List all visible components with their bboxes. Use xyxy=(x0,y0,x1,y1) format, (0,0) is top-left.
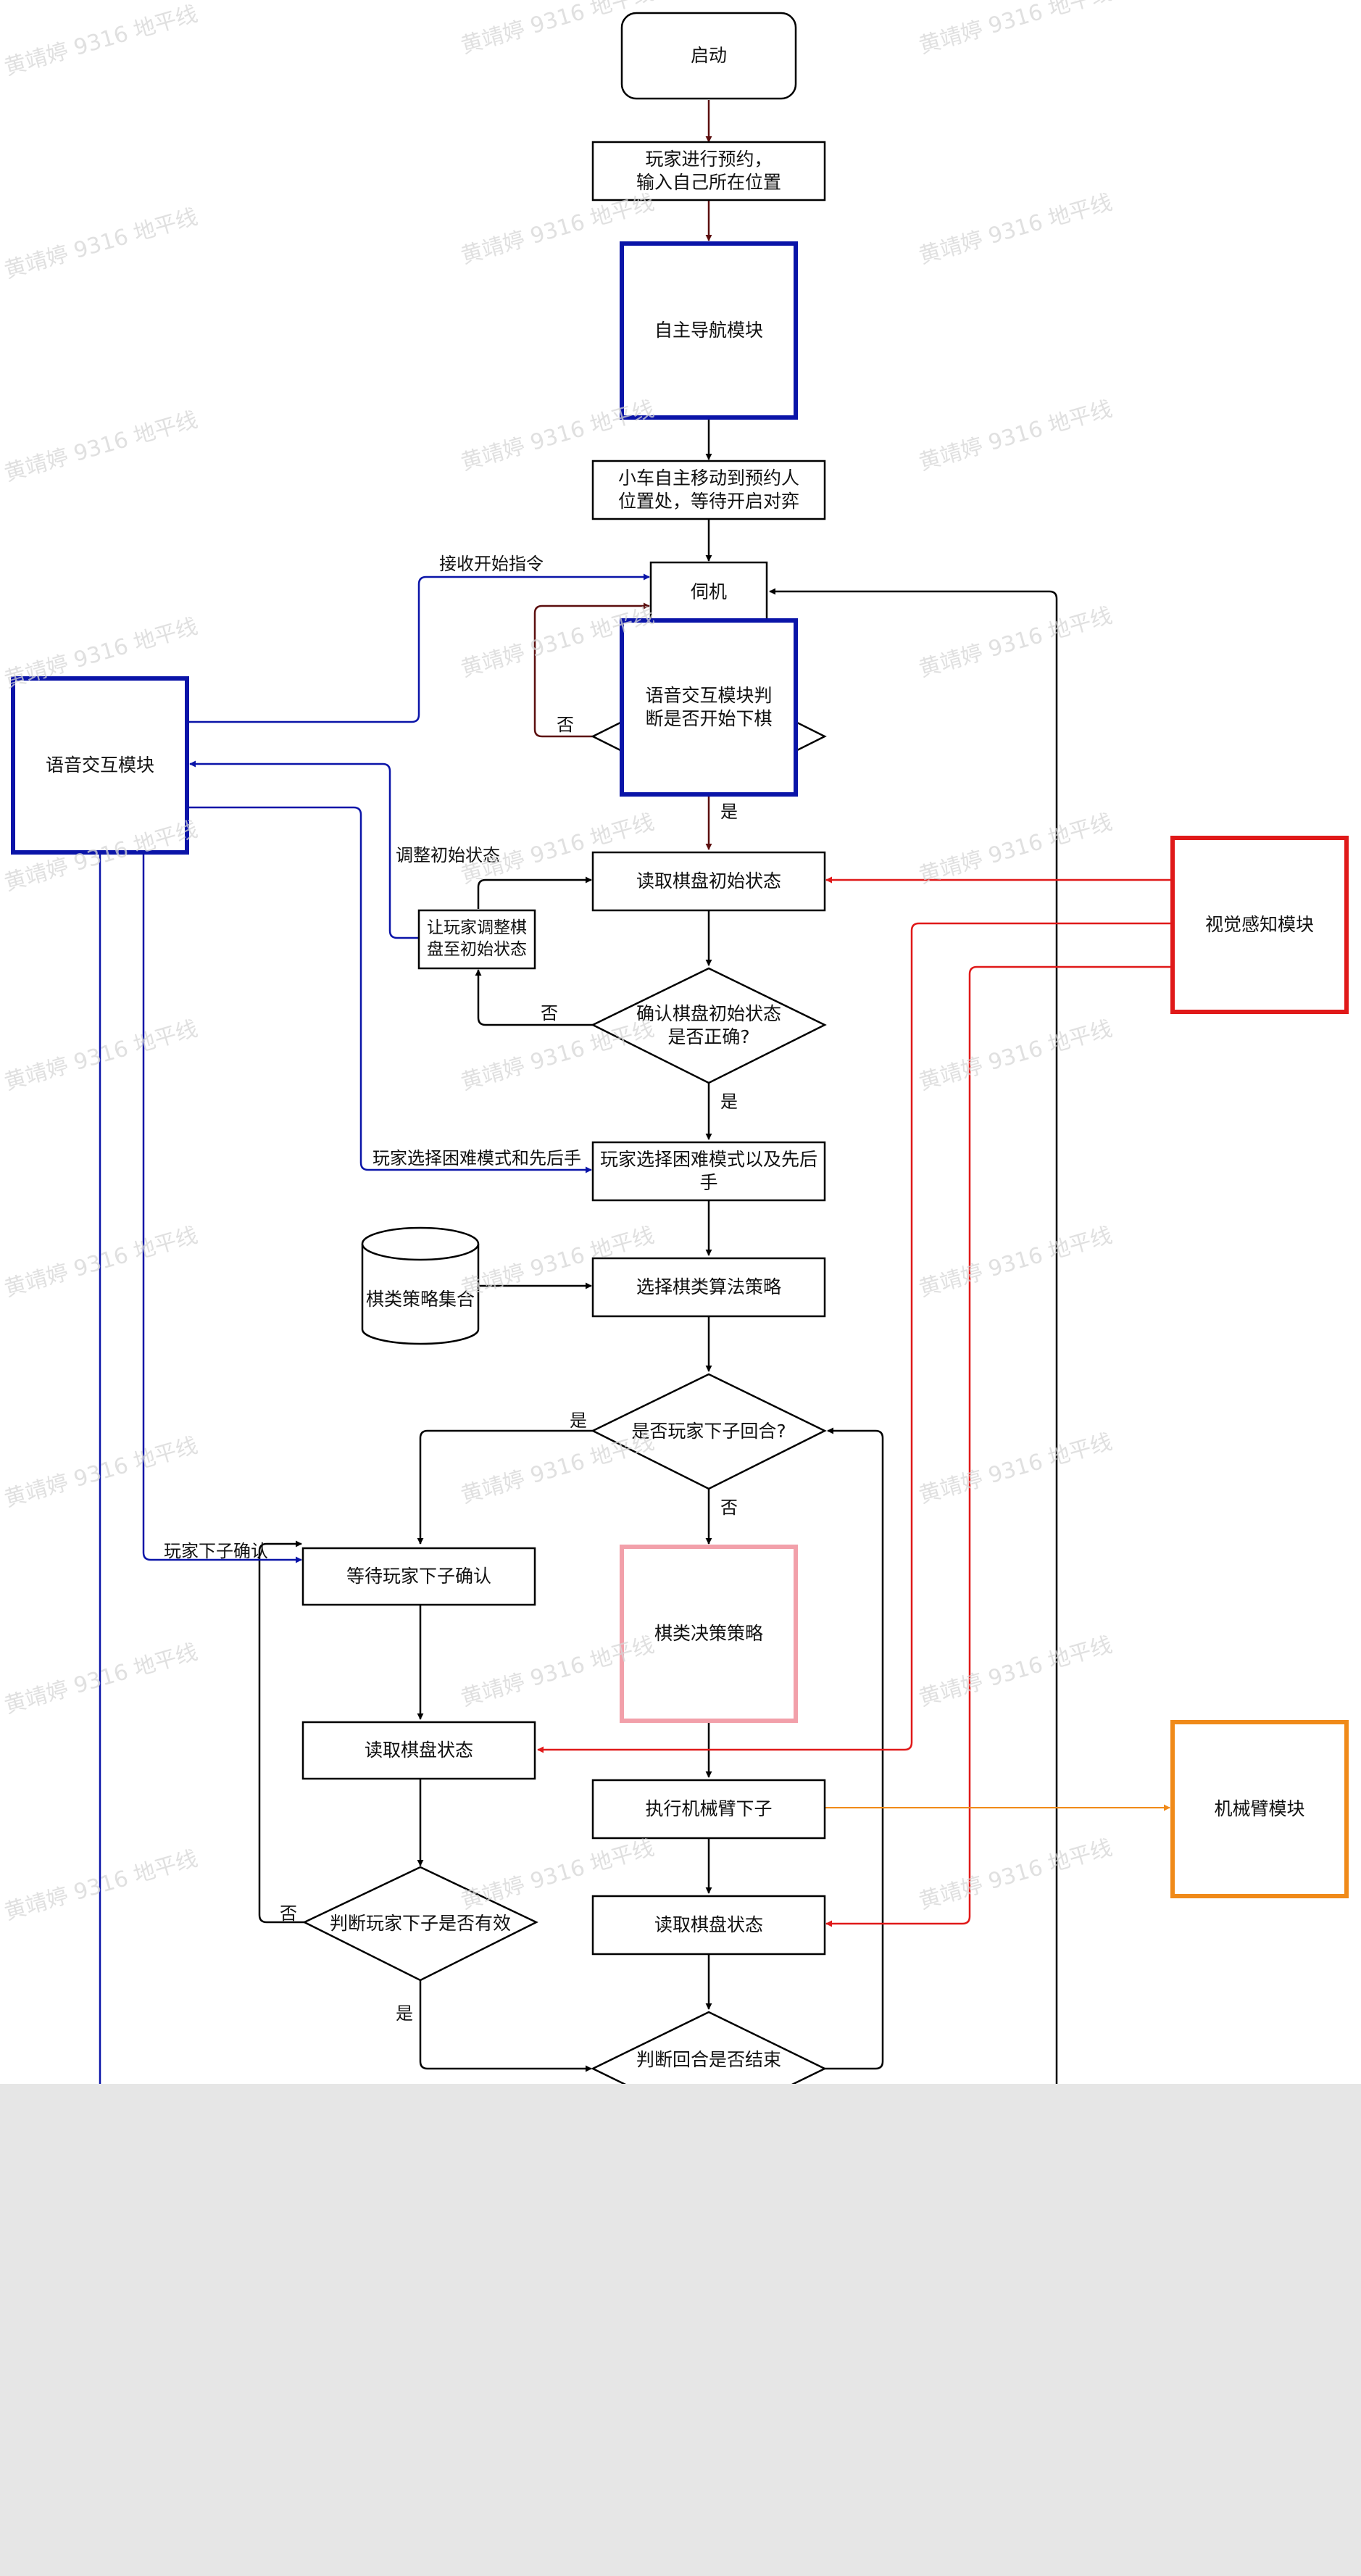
node-wait-shape xyxy=(649,561,768,623)
node-select-mode: 玩家选择困难模式以及先后手 xyxy=(599,1148,817,1194)
node-is-player-turn: 是否玩家下子回合? xyxy=(631,1420,786,1442)
node-arm-shape xyxy=(1170,1720,1349,1898)
node-voice-shape xyxy=(11,676,189,855)
node-set-shape xyxy=(361,1226,480,1345)
flowchart-canvas: 启动 玩家进行预约， 输入自己所在位置 自主导航模块 小车自主移动到预约人 位置… xyxy=(0,0,1361,2084)
label-yes-valid: 是 xyxy=(396,2003,413,2024)
node-voice-judge: 语音交互模块判 断是否开始下棋 xyxy=(645,684,773,730)
edge-valid-yes xyxy=(419,1980,592,2072)
node-exec-shape xyxy=(591,1779,826,1840)
label-no-valid: 否 xyxy=(280,1903,297,1924)
node-start: 启动 xyxy=(690,44,727,66)
edge-vision-readleft xyxy=(537,922,1173,1753)
node-adjust-shape xyxy=(417,909,536,970)
node-decision: 棋类决策策略 xyxy=(654,1622,763,1644)
node-select-algo: 选择棋类算法策略 xyxy=(636,1276,781,1297)
node-wait-confirm: 等待玩家下子确认 xyxy=(346,1565,491,1587)
edge-adjust-readinit xyxy=(477,876,592,909)
edge-voice-selectmode xyxy=(187,806,592,1173)
node-selectalgo-shape xyxy=(591,1257,826,1318)
node-read-board-left: 读取棋盘状态 xyxy=(364,1739,473,1761)
label-yes-turn: 是 xyxy=(570,1410,587,1431)
node-wait: 伺机 xyxy=(690,581,727,602)
label-adjust-init: 调整初始状态 xyxy=(396,845,500,865)
node-adjust: 让玩家调整棋 盘至初始状态 xyxy=(427,918,527,959)
edge-vision-readright xyxy=(825,965,1173,1927)
label-no-confirm: 否 xyxy=(541,1003,558,1023)
node-decision-shape xyxy=(620,1545,798,1723)
node-turn-shape xyxy=(591,1373,827,1490)
edge-valid-no xyxy=(258,1540,304,1924)
edge-voicejudge-no xyxy=(533,602,650,738)
label-select-mode-cmd: 玩家选择困难模式和先后手 xyxy=(372,1148,581,1168)
label-no-voice: 否 xyxy=(557,715,574,735)
node-selectmode-shape xyxy=(591,1141,826,1202)
node-autonav: 自主导航模块 xyxy=(654,319,763,341)
node-reserve-shape xyxy=(591,141,826,201)
label-yes-voice: 是 xyxy=(720,802,738,822)
node-judge-end: 判断回合是否结束 xyxy=(636,2048,781,2070)
label-yes-confirm: 是 xyxy=(720,1092,738,1112)
node-end-shape xyxy=(591,2011,827,2084)
node-arm-module: 机械臂模块 xyxy=(1214,1798,1305,1819)
node-valid-shape xyxy=(302,1866,538,1982)
node-judge-valid: 判断玩家下子是否有效 xyxy=(329,1912,511,1934)
node-vision-shape xyxy=(1170,836,1349,1014)
edge-confirm-adjust xyxy=(475,969,593,1026)
node-autonav-shape xyxy=(620,241,798,420)
node-waitconfirm-shape xyxy=(301,1547,536,1606)
node-confirm-shape xyxy=(591,967,827,1084)
edge-adjust-voice xyxy=(189,760,419,939)
node-voicejudge-shape xyxy=(620,618,798,797)
node-read-init: 读取棋盘初始状态 xyxy=(636,870,781,892)
node-strategy-set: 棋类策略集合 xyxy=(365,1288,475,1310)
label-receive-start: 接收开始指令 xyxy=(439,554,544,574)
node-confirm-init: 确认棋盘初始状态 是否正确? xyxy=(636,1002,781,1048)
label-player-confirm: 玩家下子确认 xyxy=(164,1541,268,1561)
node-move-shape xyxy=(591,460,826,520)
bottom-empty-area xyxy=(0,2084,1361,2576)
edge-loop-wait xyxy=(769,588,1058,2084)
flowchart-lines xyxy=(11,12,1349,2084)
edge-voice-waitconfirm xyxy=(142,852,302,1563)
node-start-shape xyxy=(620,12,797,100)
node-exec-arm: 执行机械臂下子 xyxy=(645,1798,773,1819)
node-readleft-shape xyxy=(301,1721,536,1780)
node-vision-module: 视觉感知模块 xyxy=(1204,913,1314,935)
node-read-board-right: 读取棋盘状态 xyxy=(654,1914,763,1935)
node-move: 小车自主移动到预约人 位置处，等待开启对弈 xyxy=(617,467,799,512)
node-readinit-shape xyxy=(591,851,826,912)
edge-turn-yes xyxy=(417,1429,593,1545)
node-readright-shape xyxy=(591,1895,826,1956)
edge-voice-receive-start xyxy=(187,573,650,723)
label-no-turn: 否 xyxy=(720,1497,738,1518)
node-voice-module: 语音交互模块 xyxy=(45,754,154,776)
node-reserve: 玩家进行预约， 输入自己所在位置 xyxy=(636,148,781,194)
